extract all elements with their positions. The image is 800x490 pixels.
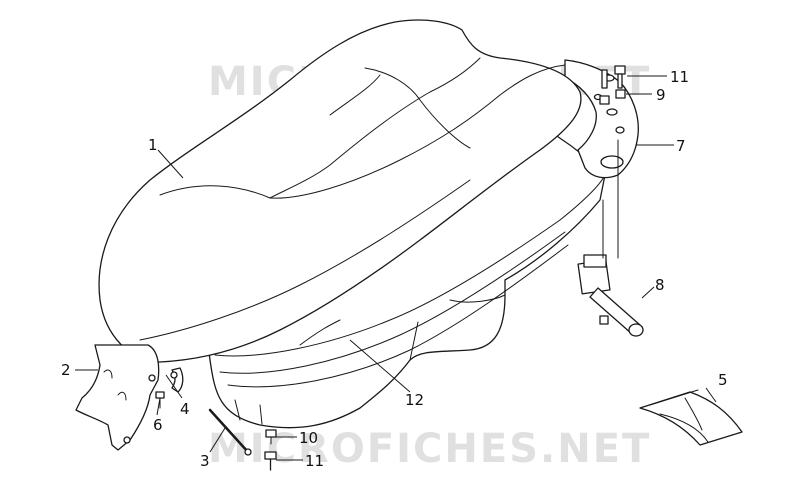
hook-clip bbox=[170, 367, 184, 393]
screw-10 bbox=[265, 429, 277, 445]
callout-5: 5 bbox=[718, 371, 728, 389]
callout-1: 1 bbox=[148, 136, 158, 154]
nut-9 bbox=[615, 89, 626, 99]
lock-bracket bbox=[75, 344, 160, 451]
rod bbox=[208, 408, 252, 456]
callout-7: 7 bbox=[676, 137, 686, 155]
callout-2: 2 bbox=[61, 361, 71, 379]
callout-12: 12 bbox=[405, 391, 424, 409]
callout-10: 10 bbox=[299, 429, 318, 447]
callout-11-bottom: 11 bbox=[305, 452, 324, 470]
strap-clip bbox=[639, 389, 743, 446]
bolt-left-top bbox=[599, 69, 610, 105]
callout-6: 6 bbox=[153, 416, 163, 434]
callout-9: 9 bbox=[656, 86, 666, 104]
seat bbox=[98, 19, 582, 363]
screw-11-bottom bbox=[264, 451, 277, 471]
callout-4: 4 bbox=[180, 400, 190, 418]
callout-3: 3 bbox=[200, 452, 210, 470]
callout-11-top: 11 bbox=[670, 68, 689, 86]
storage-compartment bbox=[208, 109, 606, 429]
bolt-11-top bbox=[614, 65, 626, 89]
leader-lines bbox=[75, 75, 717, 461]
watermark-bottom: MICROFICHES.NET bbox=[208, 426, 651, 472]
callout-8: 8 bbox=[655, 276, 665, 294]
hinge-pin bbox=[577, 139, 644, 337]
